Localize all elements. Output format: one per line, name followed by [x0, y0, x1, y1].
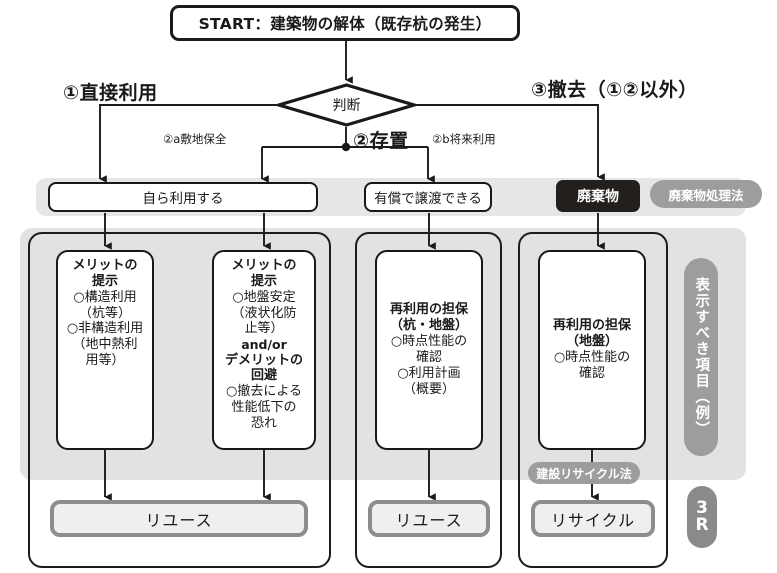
content-line: （杭等） — [78, 305, 131, 321]
content-line: and/or — [241, 337, 287, 353]
content-line: （地中熱利 — [72, 337, 138, 353]
content-line: （概要） — [402, 381, 455, 397]
branch-label-direct-use: ①直接利用 — [63, 82, 158, 104]
content-box-reuse-guarantee-pile-ground: 再利用の担保（杭・地盤）○時点性能の確認○利用計画（概要） — [375, 250, 483, 450]
waste-law-pill: 廃棄物処理法 — [650, 180, 762, 208]
content-line: 再利用の担保 — [389, 302, 468, 318]
branch-label-future-use: ②b将来利用 — [432, 132, 496, 146]
result-box-recycle: リサイクル — [531, 500, 655, 537]
branch-label-leave-in-place: ②存置 — [353, 130, 409, 152]
self-use-box: 自ら利用する — [48, 182, 318, 212]
content-line: ○地盤安定 — [232, 289, 296, 305]
content-line: 用等） — [85, 353, 125, 369]
content-line: 回避 — [250, 368, 277, 384]
result-label-reuse-mid: リユース — [395, 510, 463, 530]
construction-recycle-law-pill: 建設リサイクル法 — [528, 462, 640, 484]
content-line: 確認 — [578, 365, 605, 381]
result-label-recycle: リサイクル — [550, 510, 636, 530]
group-container-recycle — [518, 232, 668, 568]
waste-law-label: 廃棄物処理法 — [668, 187, 744, 203]
content-line: 再利用の担保 — [552, 318, 631, 334]
content-line: ○時点性能の — [390, 334, 468, 350]
content-line: （杭・地盤） — [389, 318, 468, 334]
content-line: （液状化防 — [231, 305, 297, 321]
self-use-label: 自ら利用する — [142, 191, 224, 207]
display-items-vertical-pill: 表示すべき項目（例） — [684, 258, 718, 456]
three-r-badge: 3 R — [687, 486, 717, 548]
content-line: デメリットの — [224, 352, 303, 368]
branch-label-removal: ③撤去（①②以外） — [531, 79, 698, 101]
waste-badge: 廃棄物 — [556, 180, 640, 212]
three-r-bottom: R — [695, 515, 709, 535]
branch-label-site-preservation: ②a敷地保全 — [163, 132, 227, 146]
result-box-reuse-left: リユース — [50, 500, 308, 537]
content-line: メリットの — [231, 258, 297, 273]
content-line: ○撤去による — [226, 384, 302, 400]
construction-recycle-law-label: 建設リサイクル法 — [536, 466, 632, 481]
three-r-top: 3 — [696, 497, 708, 518]
content-line: ○利用計画 — [397, 365, 461, 381]
result-label-reuse-left: リユース — [145, 510, 213, 530]
content-box-reuse-guarantee-ground: 再利用の担保（地盤）○時点性能の確認 — [538, 250, 646, 450]
content-line: 性能低下の — [231, 400, 297, 416]
result-box-reuse-mid: リユース — [368, 500, 490, 537]
content-line: メリットの — [72, 258, 138, 273]
content-line: （地盤） — [565, 334, 618, 350]
waste-badge-label: 廃棄物 — [577, 189, 619, 205]
content-box-merit-structural: メリットの提示○構造利用（杭等）○非構造利用（地中熱利用等） — [56, 250, 154, 450]
display-items-label: 表示すべき項目（例） — [693, 277, 710, 437]
content-line: ○構造利用 — [73, 289, 137, 305]
content-line: ○時点性能の — [553, 350, 631, 365]
group-container-reuse-self — [28, 232, 331, 568]
decision-label: 判断 — [332, 98, 361, 114]
start-box: START：建築物の解体（既存杭の発生） — [170, 5, 520, 41]
content-line: 止等） — [244, 321, 284, 337]
content-line: 提示 — [91, 273, 118, 289]
content-line: 恐れ — [250, 415, 277, 431]
paid-transfer-box: 有償で譲渡できる — [364, 182, 492, 212]
content-line: 確認 — [415, 350, 442, 365]
content-line: ○非構造利用 — [66, 321, 144, 337]
content-line: 提示 — [250, 273, 277, 289]
decision-diamond: 判断 — [277, 83, 416, 127]
start-label: START：建築物の解体（既存杭の発生） — [198, 15, 492, 33]
paid-transfer-label: 有償で譲渡できる — [374, 191, 482, 207]
